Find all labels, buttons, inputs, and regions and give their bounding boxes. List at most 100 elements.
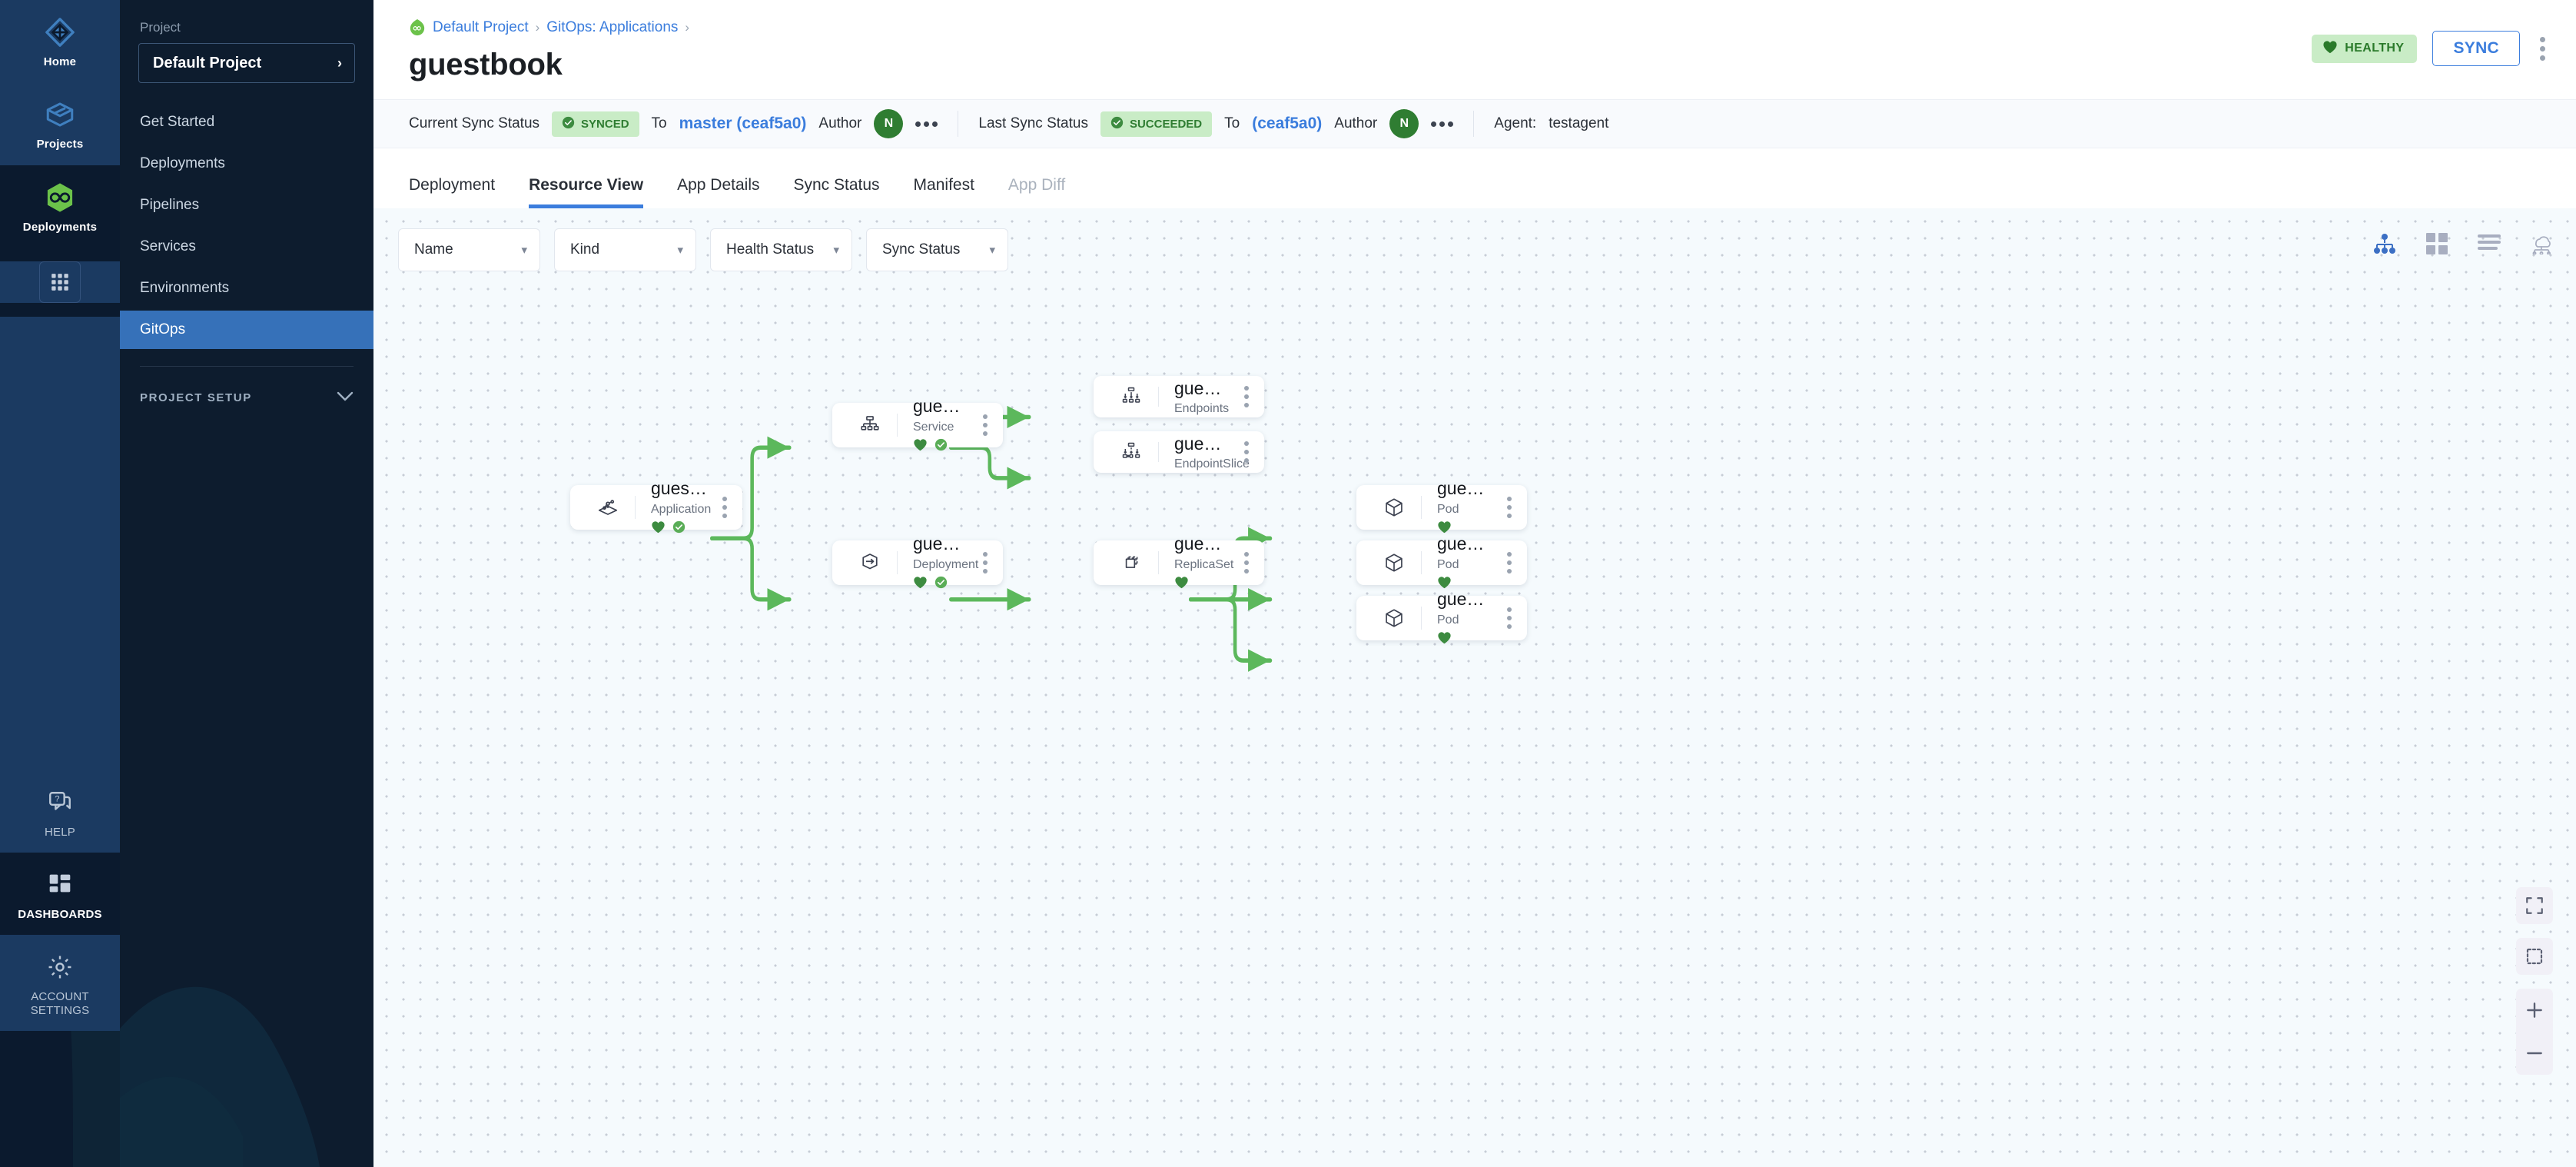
rail-item-label: ACCOUNT SETTINGS xyxy=(5,990,115,1017)
current-sync-revision-link[interactable]: master (ceaf5a0) xyxy=(679,115,807,133)
node-status-icons xyxy=(913,438,968,455)
current-sync-author-label: Author xyxy=(818,115,861,132)
tab-manifest[interactable]: Manifest xyxy=(897,176,991,208)
tab-deployment[interactable]: Deployment xyxy=(409,176,512,208)
current-sync-more-icon[interactable] xyxy=(915,121,938,127)
rail-filler xyxy=(0,317,120,770)
sidebar-item-services[interactable]: Services xyxy=(120,228,373,266)
graph-node-application[interactable]: guestbook Application xyxy=(570,485,742,530)
fullscreen-icon[interactable] xyxy=(2516,887,2553,924)
graph-node-service[interactable]: guestbook-ui Service xyxy=(832,403,1003,447)
breadcrumb-link-gitops-applications[interactable]: GitOps: Applications xyxy=(546,19,678,36)
rail-item-label: Deployments xyxy=(5,221,115,234)
sidebar-item-environments[interactable]: Environments xyxy=(120,269,373,308)
node-menu-button[interactable] xyxy=(707,492,742,523)
tab-app-details[interactable]: App Details xyxy=(660,176,776,208)
zoom-out-icon[interactable] xyxy=(2516,1032,2553,1075)
chevron-down-icon xyxy=(337,391,354,404)
graph-node-endpointslice[interactable]: guestbook-ui-ncpmr EndpointSlice xyxy=(1094,431,1264,473)
tab-sync-status[interactable]: Sync Status xyxy=(776,176,896,208)
rail-item-label: Projects xyxy=(5,138,115,151)
check-circle-icon xyxy=(1110,116,1124,132)
check-circle-icon xyxy=(672,520,685,537)
sync-status-bar: Current Sync Status SYNCED To master (ce… xyxy=(373,99,2576,148)
pod-icon xyxy=(1370,497,1418,518)
select-area-icon[interactable] xyxy=(2516,938,2553,975)
node-menu-button[interactable] xyxy=(1229,381,1264,412)
rail-item-help[interactable]: ? HELP xyxy=(0,770,120,853)
avatar: N xyxy=(1389,109,1419,138)
node-status-icons xyxy=(651,520,707,537)
node-status-icons xyxy=(1437,631,1492,648)
node-status-icons xyxy=(913,576,968,593)
last-sync-revision-link[interactable]: (ceaf5a0) xyxy=(1252,115,1322,133)
sidebar-project-setup-toggle[interactable]: PROJECT SETUP xyxy=(120,379,373,416)
sync-button[interactable]: SYNC xyxy=(2432,31,2520,66)
home-diamond-icon xyxy=(5,15,115,49)
page-title: guestbook xyxy=(409,48,2550,82)
sidebar-nav: Get Started Deployments Pipelines Servic… xyxy=(120,103,373,349)
node-menu-button[interactable] xyxy=(1229,547,1264,578)
last-sync-author-label: Author xyxy=(1334,115,1377,132)
node-body: guestbook Application xyxy=(636,477,707,537)
graph-node-endpoints[interactable]: guestbook-ui Endpoints xyxy=(1094,376,1264,417)
node-body: guestbook-ui-ncpmr EndpointSlice xyxy=(1159,433,1229,472)
node-name: guestbook-ui-5b64f6959… xyxy=(1437,533,1492,555)
heart-icon xyxy=(1437,631,1452,648)
list-view-icon[interactable] xyxy=(2476,231,2502,256)
app-grid-icon[interactable] xyxy=(39,261,81,303)
replicaset-icon xyxy=(1107,552,1155,574)
project-sidebar: Project Default Project › Get Started De… xyxy=(120,0,373,1167)
resource-graph-canvas[interactable]: Name ▾ Kind ▾ Health Status ▾ Sync Statu… xyxy=(373,208,2576,1167)
filter-name[interactable]: Name ▾ xyxy=(398,228,540,271)
node-name: guestbook-ui-5b64f6959… xyxy=(1437,588,1492,610)
node-menu-button[interactable] xyxy=(1229,437,1264,467)
rail-item-home[interactable]: Home xyxy=(0,0,120,82)
breadcrumb-separator: › xyxy=(536,20,540,35)
last-sync-status-value: SUCCEEDED xyxy=(1130,118,1202,131)
sidebar-item-deployments[interactable]: Deployments xyxy=(120,145,373,183)
sidebar-item-gitops[interactable]: GitOps xyxy=(120,311,373,349)
sidebar-item-get-started[interactable]: Get Started xyxy=(120,103,373,141)
graph-node-pod-2[interactable]: guestbook-ui-5b64f6959… Pod xyxy=(1356,540,1527,585)
more-options-button[interactable] xyxy=(2535,32,2550,65)
last-sync-status-label: Last Sync Status xyxy=(978,115,1088,132)
graph-node-pod-3[interactable]: guestbook-ui-5b64f6959… Pod xyxy=(1356,596,1527,640)
dashboard-tiles-icon xyxy=(5,868,115,902)
tab-resource-view[interactable]: Resource View xyxy=(512,176,660,208)
node-menu-button[interactable] xyxy=(968,547,1003,578)
primary-nav-rail: Home Projects Deployments ? HELP xyxy=(0,0,120,1167)
grid-view-icon[interactable] xyxy=(2424,231,2450,256)
rail-item-account-settings[interactable]: ACCOUNT SETTINGS xyxy=(0,935,120,1031)
sidebar-project-setup-label: PROJECT SETUP xyxy=(140,391,252,404)
node-name: guestbook-ui-5b64f6959… xyxy=(1437,477,1492,500)
cloud-network-icon[interactable] xyxy=(2528,231,2554,256)
rail-item-projects[interactable]: Projects xyxy=(0,82,120,165)
filter-health-status[interactable]: Health Status ▾ xyxy=(710,228,852,271)
zoom-in-icon[interactable] xyxy=(2516,989,2553,1032)
last-sync-more-icon[interactable] xyxy=(1431,121,1453,127)
node-body: guestbook-ui-5b64f6959… Pod xyxy=(1422,588,1492,648)
graph-edges xyxy=(373,208,2576,1167)
rail-item-deployments[interactable]: Deployments xyxy=(0,165,120,248)
filter-sync-status[interactable]: Sync Status ▾ xyxy=(866,228,1008,271)
project-selector-button[interactable]: Default Project › xyxy=(138,43,355,83)
node-menu-button[interactable] xyxy=(1492,547,1527,578)
current-sync-status-badge: SYNCED xyxy=(552,111,639,137)
tree-graph-icon[interactable] xyxy=(2372,231,2398,256)
graph-node-replicaset[interactable]: guestbook-ui-5b64f69597 ReplicaSet xyxy=(1094,540,1264,585)
node-menu-button[interactable] xyxy=(1492,492,1527,523)
sidebar-item-pipelines[interactable]: Pipelines xyxy=(120,186,373,224)
status-badge-healthy: HEALTHY xyxy=(2312,35,2417,63)
application-icon xyxy=(584,496,632,519)
graph-node-deployment[interactable]: guestbook-ui Deployment xyxy=(832,540,1003,585)
page-header: Default Project › GitOps: Applications ›… xyxy=(373,0,2576,82)
node-menu-button[interactable] xyxy=(968,410,1003,441)
filter-kind[interactable]: Kind ▾ xyxy=(554,228,696,271)
graph-node-pod-1[interactable]: guestbook-ui-5b64f6959… Pod xyxy=(1356,485,1527,530)
node-menu-button[interactable] xyxy=(1492,603,1527,633)
status-badge-label: HEALTHY xyxy=(2345,42,2404,55)
rail-item-dashboards[interactable]: DASHBOARDS xyxy=(0,853,120,935)
breadcrumb-link-default-project[interactable]: Default Project xyxy=(433,19,529,36)
current-sync-status-group: Current Sync Status SYNCED To master (ce… xyxy=(409,109,938,138)
